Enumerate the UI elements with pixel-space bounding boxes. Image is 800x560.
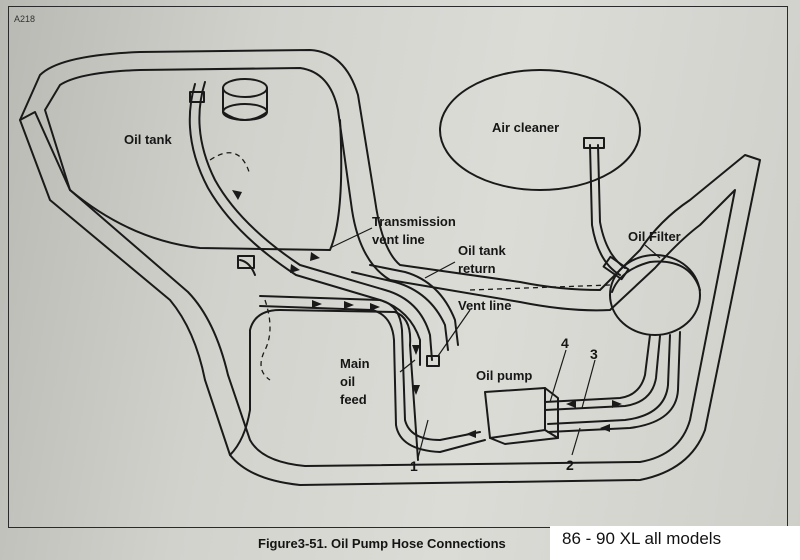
oil-pump-shape — [484, 387, 559, 445]
label-transmission-vent-line-2: vent line — [372, 232, 425, 247]
label-oil-filter: Oil Filter — [628, 229, 681, 244]
figure-frame — [8, 6, 788, 528]
label-hose-3: 3 — [590, 346, 598, 362]
label-oil-pump: Oil pump — [476, 368, 533, 383]
label-main-oil-feed-2: oil — [340, 374, 356, 389]
filler-cap — [222, 78, 268, 121]
label-transmission-vent-line-1: Transmission — [372, 214, 456, 229]
label-oil-tank-return-2: return — [458, 261, 496, 276]
frame-inner-outline — [44, 67, 736, 467]
label-oil-tank-return-1: Oil tank — [458, 243, 506, 258]
air-cleaner-shape — [439, 69, 641, 191]
label-hose-4: 4 — [561, 335, 569, 351]
figure-caption: Figure3-51. Oil Pump Hose Connections — [258, 536, 506, 551]
models-note: 86 - 90 XL all models — [550, 526, 800, 560]
label-hose-1: 1 — [410, 458, 418, 474]
label-main-oil-feed-3: feed — [340, 392, 367, 407]
frame-outline — [19, 49, 761, 486]
label-main-oil-feed-1: Main — [340, 356, 370, 371]
label-air-cleaner: Air cleaner — [492, 120, 560, 135]
label-hose-2: 2 — [566, 457, 574, 473]
oil-tank-outline — [69, 119, 343, 251]
label-vent-line: Vent line — [458, 298, 512, 313]
oil-filter-shape — [609, 254, 701, 336]
label-oil-tank: Oil tank — [124, 132, 172, 147]
figure-code: A218 — [14, 14, 36, 24]
